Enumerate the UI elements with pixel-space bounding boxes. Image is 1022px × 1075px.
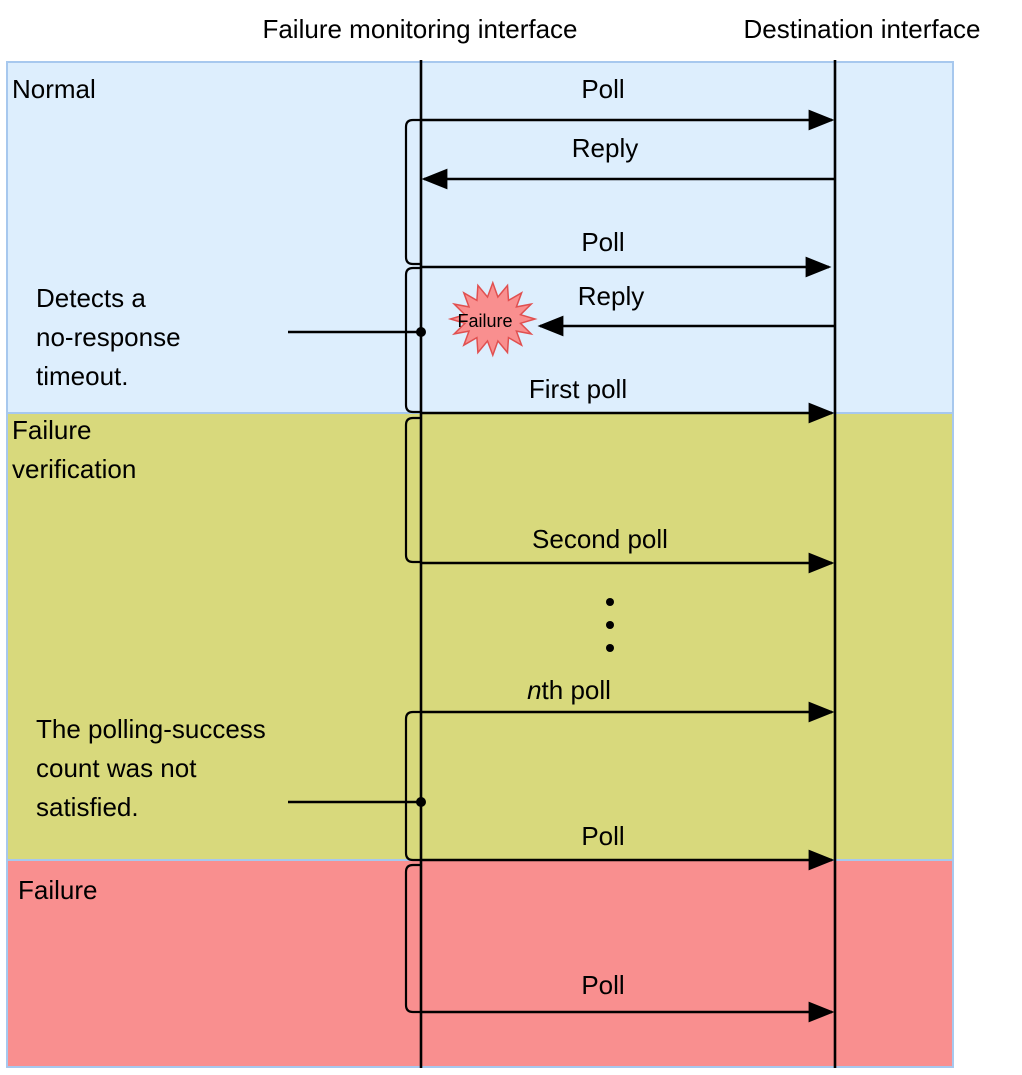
annotation-polling-success-line1: The polling-success <box>36 714 266 744</box>
header-destination-interface: Destination interface <box>743 14 980 44</box>
header-failure-monitoring-interface: Failure monitoring interface <box>262 14 577 44</box>
annotation-no-response-line3: timeout. <box>36 361 129 391</box>
interval-bracket-3 <box>404 416 421 564</box>
zone-label-failure-verification-line1: Failure <box>12 415 91 445</box>
interval-bracket-2 <box>404 266 421 414</box>
interval-bracket-1 <box>404 118 421 266</box>
message-label-nth-poll: nth poll <box>527 675 611 705</box>
message-label-reply-1: Reply <box>572 133 638 163</box>
zone-failure <box>6 859 954 1068</box>
annotation-polling-success-line3: satisfied. <box>36 792 139 822</box>
ellipsis-dot-3 <box>606 644 614 652</box>
message-label-nth-poll-rest: th poll <box>542 675 611 705</box>
annotation-dot-no-response <box>416 327 426 337</box>
failure-burst-label: Failure <box>457 311 512 331</box>
message-label-poll-1: Poll <box>581 74 624 104</box>
zone-label-failure: Failure <box>18 875 97 905</box>
annotation-dot-polling-success <box>416 797 426 807</box>
message-label-reply-2: Reply <box>578 281 644 311</box>
interval-bracket-5 <box>404 863 421 1014</box>
interval-bracket-4 <box>404 710 421 862</box>
annotation-no-response-line2: no-response <box>36 322 181 352</box>
ellipsis-dot-1 <box>606 598 614 606</box>
zone-label-normal: Normal <box>12 74 96 104</box>
failure-burst-icon <box>447 280 538 358</box>
annotation-polling-success-line2: count was not <box>36 753 197 783</box>
zone-failure-verification <box>6 412 954 861</box>
zone-normal <box>6 61 954 414</box>
message-label-poll-2: Poll <box>581 227 624 257</box>
message-label-first-poll: First poll <box>529 374 627 404</box>
message-label-poll-3: Poll <box>581 821 624 851</box>
message-label-poll-4: Poll <box>581 970 624 1000</box>
message-label-second-poll: Second poll <box>532 524 668 554</box>
ellipsis-dot-2 <box>606 621 614 629</box>
annotation-no-response-line1: Detects a <box>36 283 146 313</box>
zone-label-failure-verification-line2: verification <box>12 454 136 484</box>
message-label-nth-poll-italic: n <box>527 675 541 705</box>
